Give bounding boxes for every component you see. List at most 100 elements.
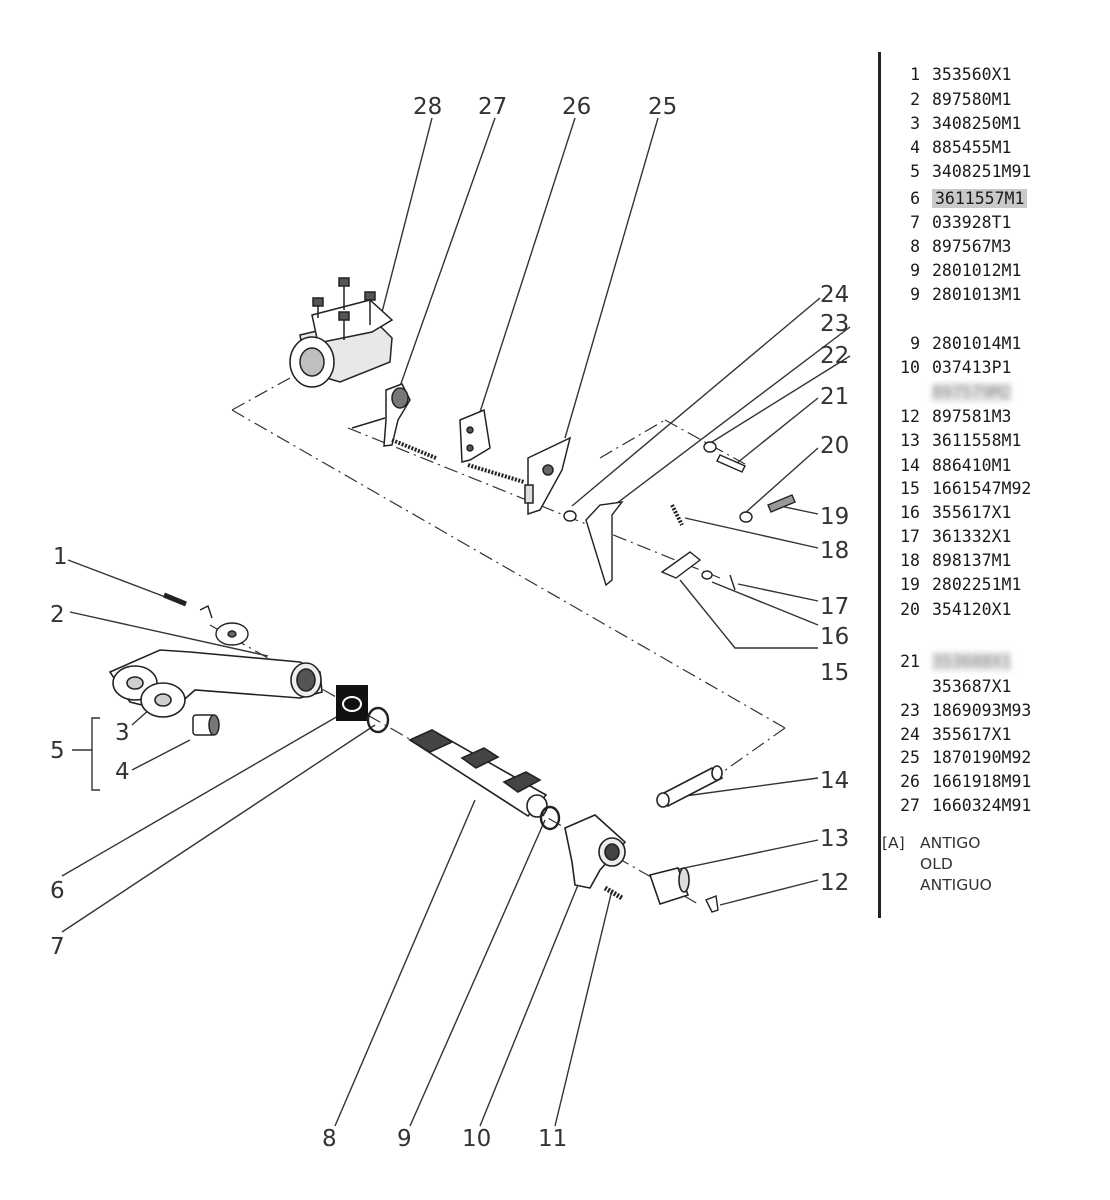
part-number: 353560X1 [932,64,1012,84]
parts-row: 3 3408250M1 [892,111,1021,135]
callout-23: 23 [820,311,849,337]
legend-line: OLD [920,855,953,873]
callout-numbers: 1 2 3 4 5 6 7 8 9 10 11 12 13 14 15 16 1… [50,94,849,1152]
part-number: 897567M3 [932,236,1012,256]
part-number: 1661918M91 [932,771,1032,791]
callout-18: 18 [820,538,849,564]
callout-1: 1 [53,544,68,570]
lever-part-27 [351,383,437,460]
ring-part-9 [539,805,561,831]
ref-number: 7 [910,212,920,232]
parts-row: 12 897581M3 [892,404,1011,428]
exploded-parts-diagram: 1 2 3 4 5 6 7 8 9 10 11 12 13 14 15 16 1… [50,94,851,1152]
callout-28: 28 [413,94,442,120]
part-number: 2801014M1 [932,333,1022,353]
callout-3: 3 [115,720,130,746]
part-number: 3408250M1 [932,113,1022,133]
part-number: 1660324M91 [932,795,1032,815]
callout-16: 16 [820,624,849,650]
shaft-part-8 [408,729,548,818]
part-number: 353688X1 [932,651,1012,671]
parts-row: 14 886410M1 [892,453,1011,477]
part-number: 3611557M1 [932,188,1028,208]
valve-body-part-28 [289,277,394,388]
callout-13: 13 [820,826,849,852]
ref-number: 12 [900,406,920,426]
callout-4: 4 [115,759,130,785]
spring-part-11 [603,885,624,901]
pin-part-14 [656,765,724,808]
callout-8: 8 [322,1126,337,1152]
parts-row-blurred: 897579M2 [892,380,1012,404]
bolt-part-1 [163,592,249,646]
callout-20: 20 [820,433,849,459]
o-ring-part-7 [366,706,390,734]
ref-number: 16 [900,502,920,522]
callout-12: 12 [820,870,849,896]
part-number: 886410M1 [932,455,1012,475]
bushing-part-4 [192,714,220,736]
parts-row: 5 3408251M91 [892,159,1031,183]
part-number: 897579M2 [932,382,1012,402]
callout-25: 25 [648,94,677,120]
parts-row: 7 033928T1 [892,210,1011,234]
table-divider [878,52,881,918]
housing-part-10 [564,814,627,889]
part-number: 2801013M1 [932,284,1022,304]
ref-number: 9 [910,284,920,304]
ref-number: 23 [900,700,920,720]
assembly-centerlines [209,377,786,906]
ref-number: 17 [900,526,920,546]
callout-6: 6 [50,878,65,904]
ref-number: 14 [900,455,920,475]
ref-number: 9 [910,333,920,353]
leader-lines [61,117,851,1127]
part-number: 897581M3 [932,406,1012,426]
callout-7: 7 [50,934,65,960]
seal-part-6 [336,685,368,721]
part-number: 355617X1 [932,724,1012,744]
ref-number: 2 [910,89,920,109]
ref-number: 24 [900,724,920,744]
part-number: 033928T1 [932,212,1012,232]
ref-number: 5 [910,161,920,181]
part-number: 354120X1 [932,599,1012,619]
part-number: 361332X1 [932,526,1012,546]
part-number: 898137M1 [932,550,1012,570]
ref-number: 6 [910,188,920,208]
part-number: 1661547M92 [932,478,1032,498]
parts-row-highlighted: 6 3611557M1 [892,186,1028,210]
legend-tag: [A] [882,834,905,852]
parts-row-blurred: 21 353688X1 [892,649,1012,673]
part-number: 3611558M1 [932,430,1022,450]
ref-number: 26 [900,771,920,791]
yoke-arm-part-5 [108,649,323,718]
part-number: 3408251M91 [932,161,1032,181]
ref-number: 21 [900,651,920,671]
callout-5: 5 [50,738,65,764]
ref-number: 25 [900,747,920,767]
callout-2: 2 [50,602,65,628]
part-number: 353687X1 [932,676,1012,696]
callout-11: 11 [538,1126,567,1152]
small-parts-upper [563,441,796,591]
bushing-part-13 [648,867,690,906]
part-number: 1870190M92 [932,747,1032,767]
parts-row: 25 1870190M92 [892,745,1031,769]
callout-15: 15 [820,660,849,686]
ref-number: 19 [900,574,920,594]
part-number: 885455M1 [932,137,1012,157]
ref-number: 3 [910,113,920,133]
